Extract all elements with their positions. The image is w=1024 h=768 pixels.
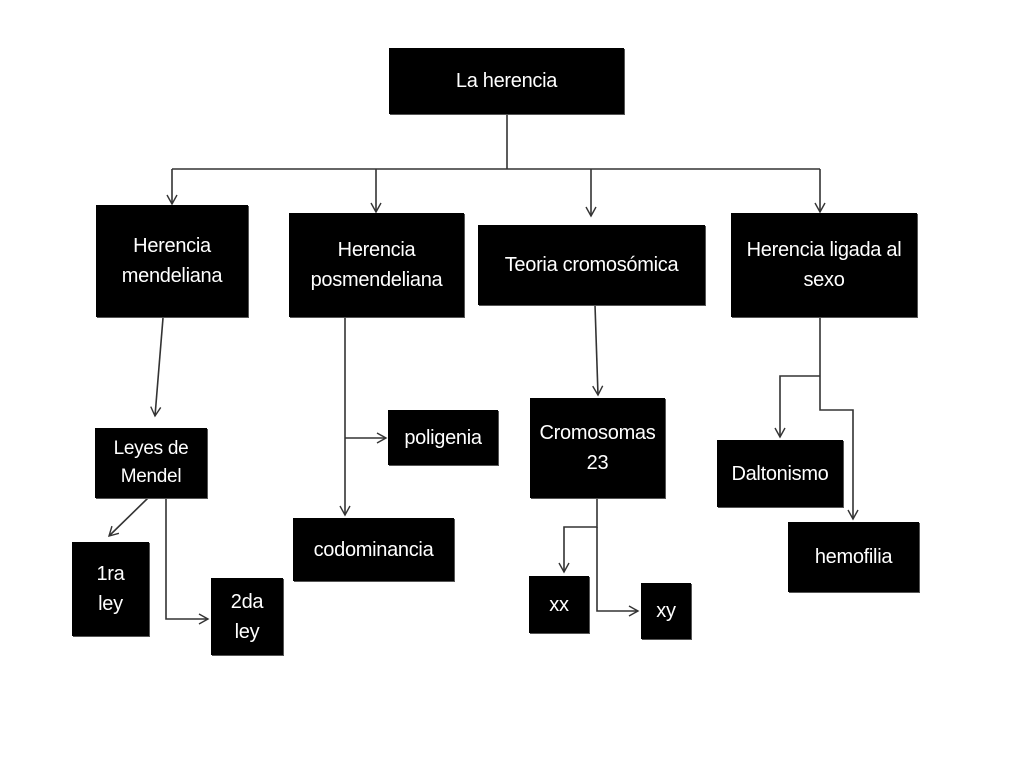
node-poligenia: poligenia — [388, 410, 498, 465]
arrow-to-xx — [558, 498, 598, 574]
node-xx: xx — [529, 576, 589, 633]
arrow-to-primera-ley — [107, 497, 149, 538]
node-xy: xy — [641, 583, 691, 639]
arrow-to-leyes-mendel — [150, 317, 164, 418]
arrow-to-daltonismo — [774, 375, 820, 439]
node-segunda-ley: 2da ley — [211, 578, 283, 655]
node-herencia-mendeliana: Herencia mendeliana — [96, 205, 248, 317]
node-daltonismo: Daltonismo — [717, 440, 843, 507]
arrow-to-cromosomas — [592, 304, 604, 397]
node-hemofilia: hemofilia — [788, 522, 919, 592]
node-leyes-de-mendel: Leyes de Mendel — [95, 428, 207, 498]
node-cromosomas-23: Cromosomas 23 — [530, 398, 665, 498]
node-herencia-posmendeliana: Herencia posmendeliana — [289, 213, 464, 317]
node-la-herencia: La herencia — [389, 48, 624, 114]
node-teoria-cromosomica: Teoria cromosómica — [478, 225, 705, 305]
arrow-to-xy — [596, 527, 640, 617]
arrow-to-segunda-ley — [165, 498, 210, 625]
node-primera-ley: 1ra ley — [72, 542, 149, 636]
node-codominancia: codominancia — [293, 518, 454, 581]
arrow-to-hemofilia — [819, 376, 859, 521]
node-herencia-ligada-al-sexo: Herencia ligada al sexo — [731, 213, 917, 317]
